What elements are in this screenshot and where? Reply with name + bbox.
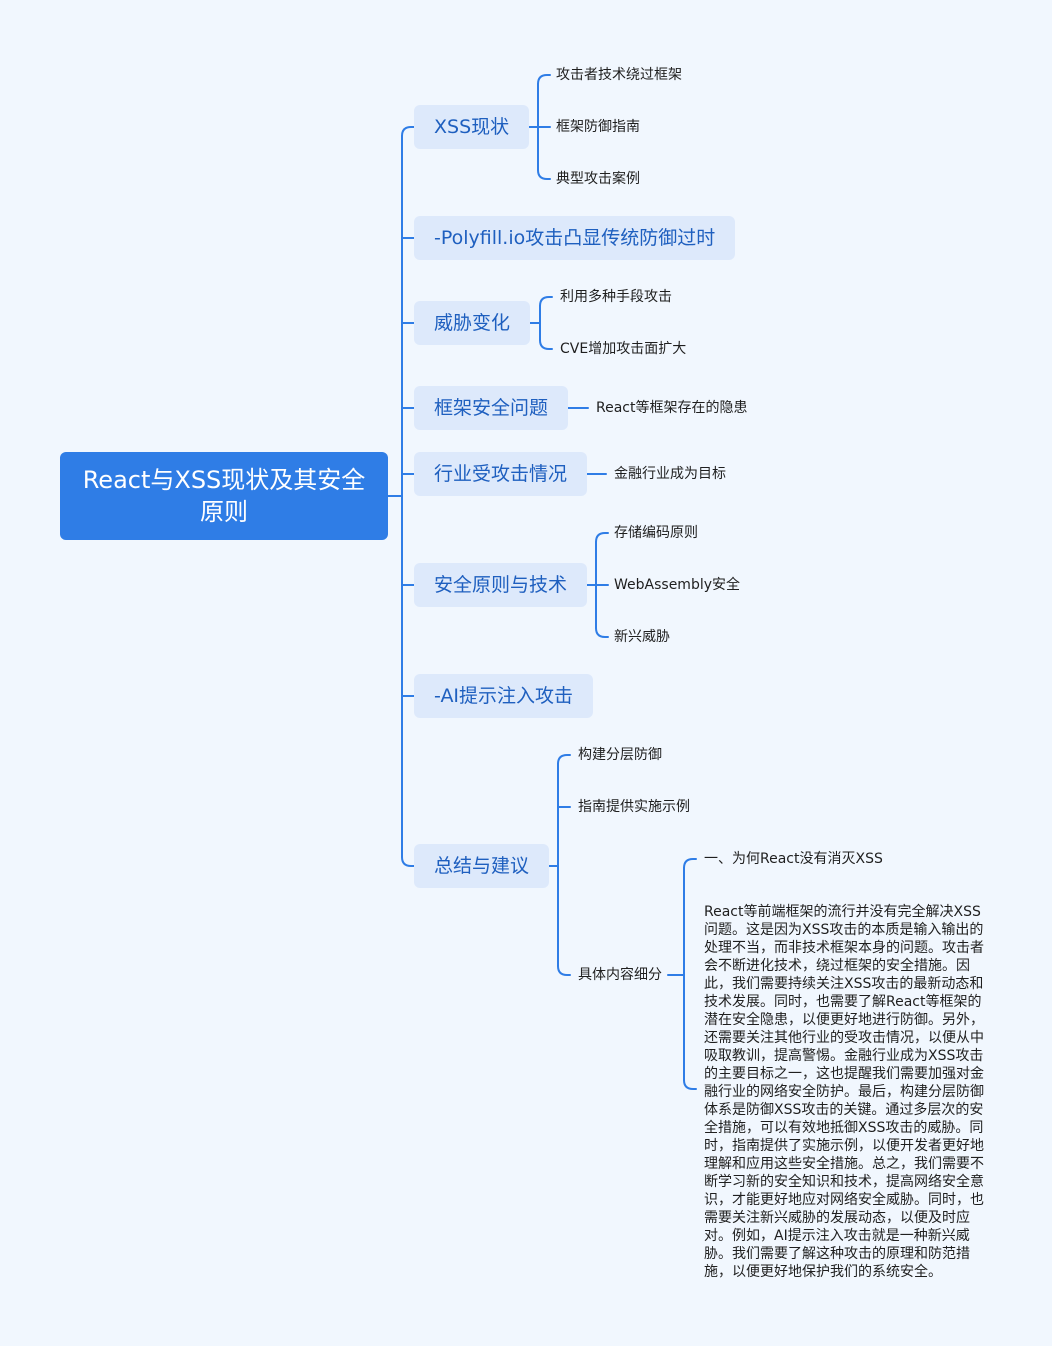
leaf-guide-examples[interactable]: 指南提供实施示例 [578,799,690,815]
branch-framework-security[interactable]: 框架安全问题 [414,386,569,430]
branch-polyfill-attack[interactable]: -Polyfill.io攻击凸显传统防御过时 [414,216,736,260]
leaf-react-framework-risks[interactable]: React等框架存在的隐患 [596,400,748,416]
detail-paragraph[interactable]: React等前端框架的流行并没有完全解决XSS问题。这是因为XSS攻击的本质是输… [704,904,984,1280]
leaf-framework-defense-guide[interactable]: 框架防御指南 [556,119,640,135]
leaf-storage-encoding[interactable]: 存储编码原则 [614,525,698,541]
branch-industry-attacks[interactable]: 行业受攻击情况 [414,452,588,496]
branch-security-principles[interactable]: 安全原则与技术 [414,563,588,607]
branch-threat-changes[interactable]: 威胁变化 [414,301,531,345]
branch-xss-status[interactable]: XSS现状 [414,105,530,149]
leaf-emerging-threats[interactable]: 新兴威胁 [614,629,670,645]
leaf-cve-attack-surface[interactable]: CVE增加攻击面扩大 [560,341,687,357]
branch-ai-prompt-injection[interactable]: -AI提示注入攻击 [414,674,594,718]
root-topic[interactable]: React与XSS现状及其安全原则 [60,452,388,540]
detail-heading[interactable]: 一、为何React没有消灭XSS [704,851,883,867]
leaf-layered-defense[interactable]: 构建分层防御 [578,747,662,763]
leaf-detailed-content[interactable]: 具体内容细分 [578,967,662,983]
branch-summary[interactable]: 总结与建议 [414,844,550,888]
leaf-attackers-bypass-frameworks[interactable]: 攻击者技术绕过框架 [556,67,682,83]
leaf-typical-attack-cases[interactable]: 典型攻击案例 [556,171,640,187]
leaf-multiple-attack-methods[interactable]: 利用多种手段攻击 [560,289,672,305]
leaf-finance-targeted[interactable]: 金融行业成为目标 [614,466,726,482]
leaf-webassembly-security[interactable]: WebAssembly安全 [614,577,740,593]
